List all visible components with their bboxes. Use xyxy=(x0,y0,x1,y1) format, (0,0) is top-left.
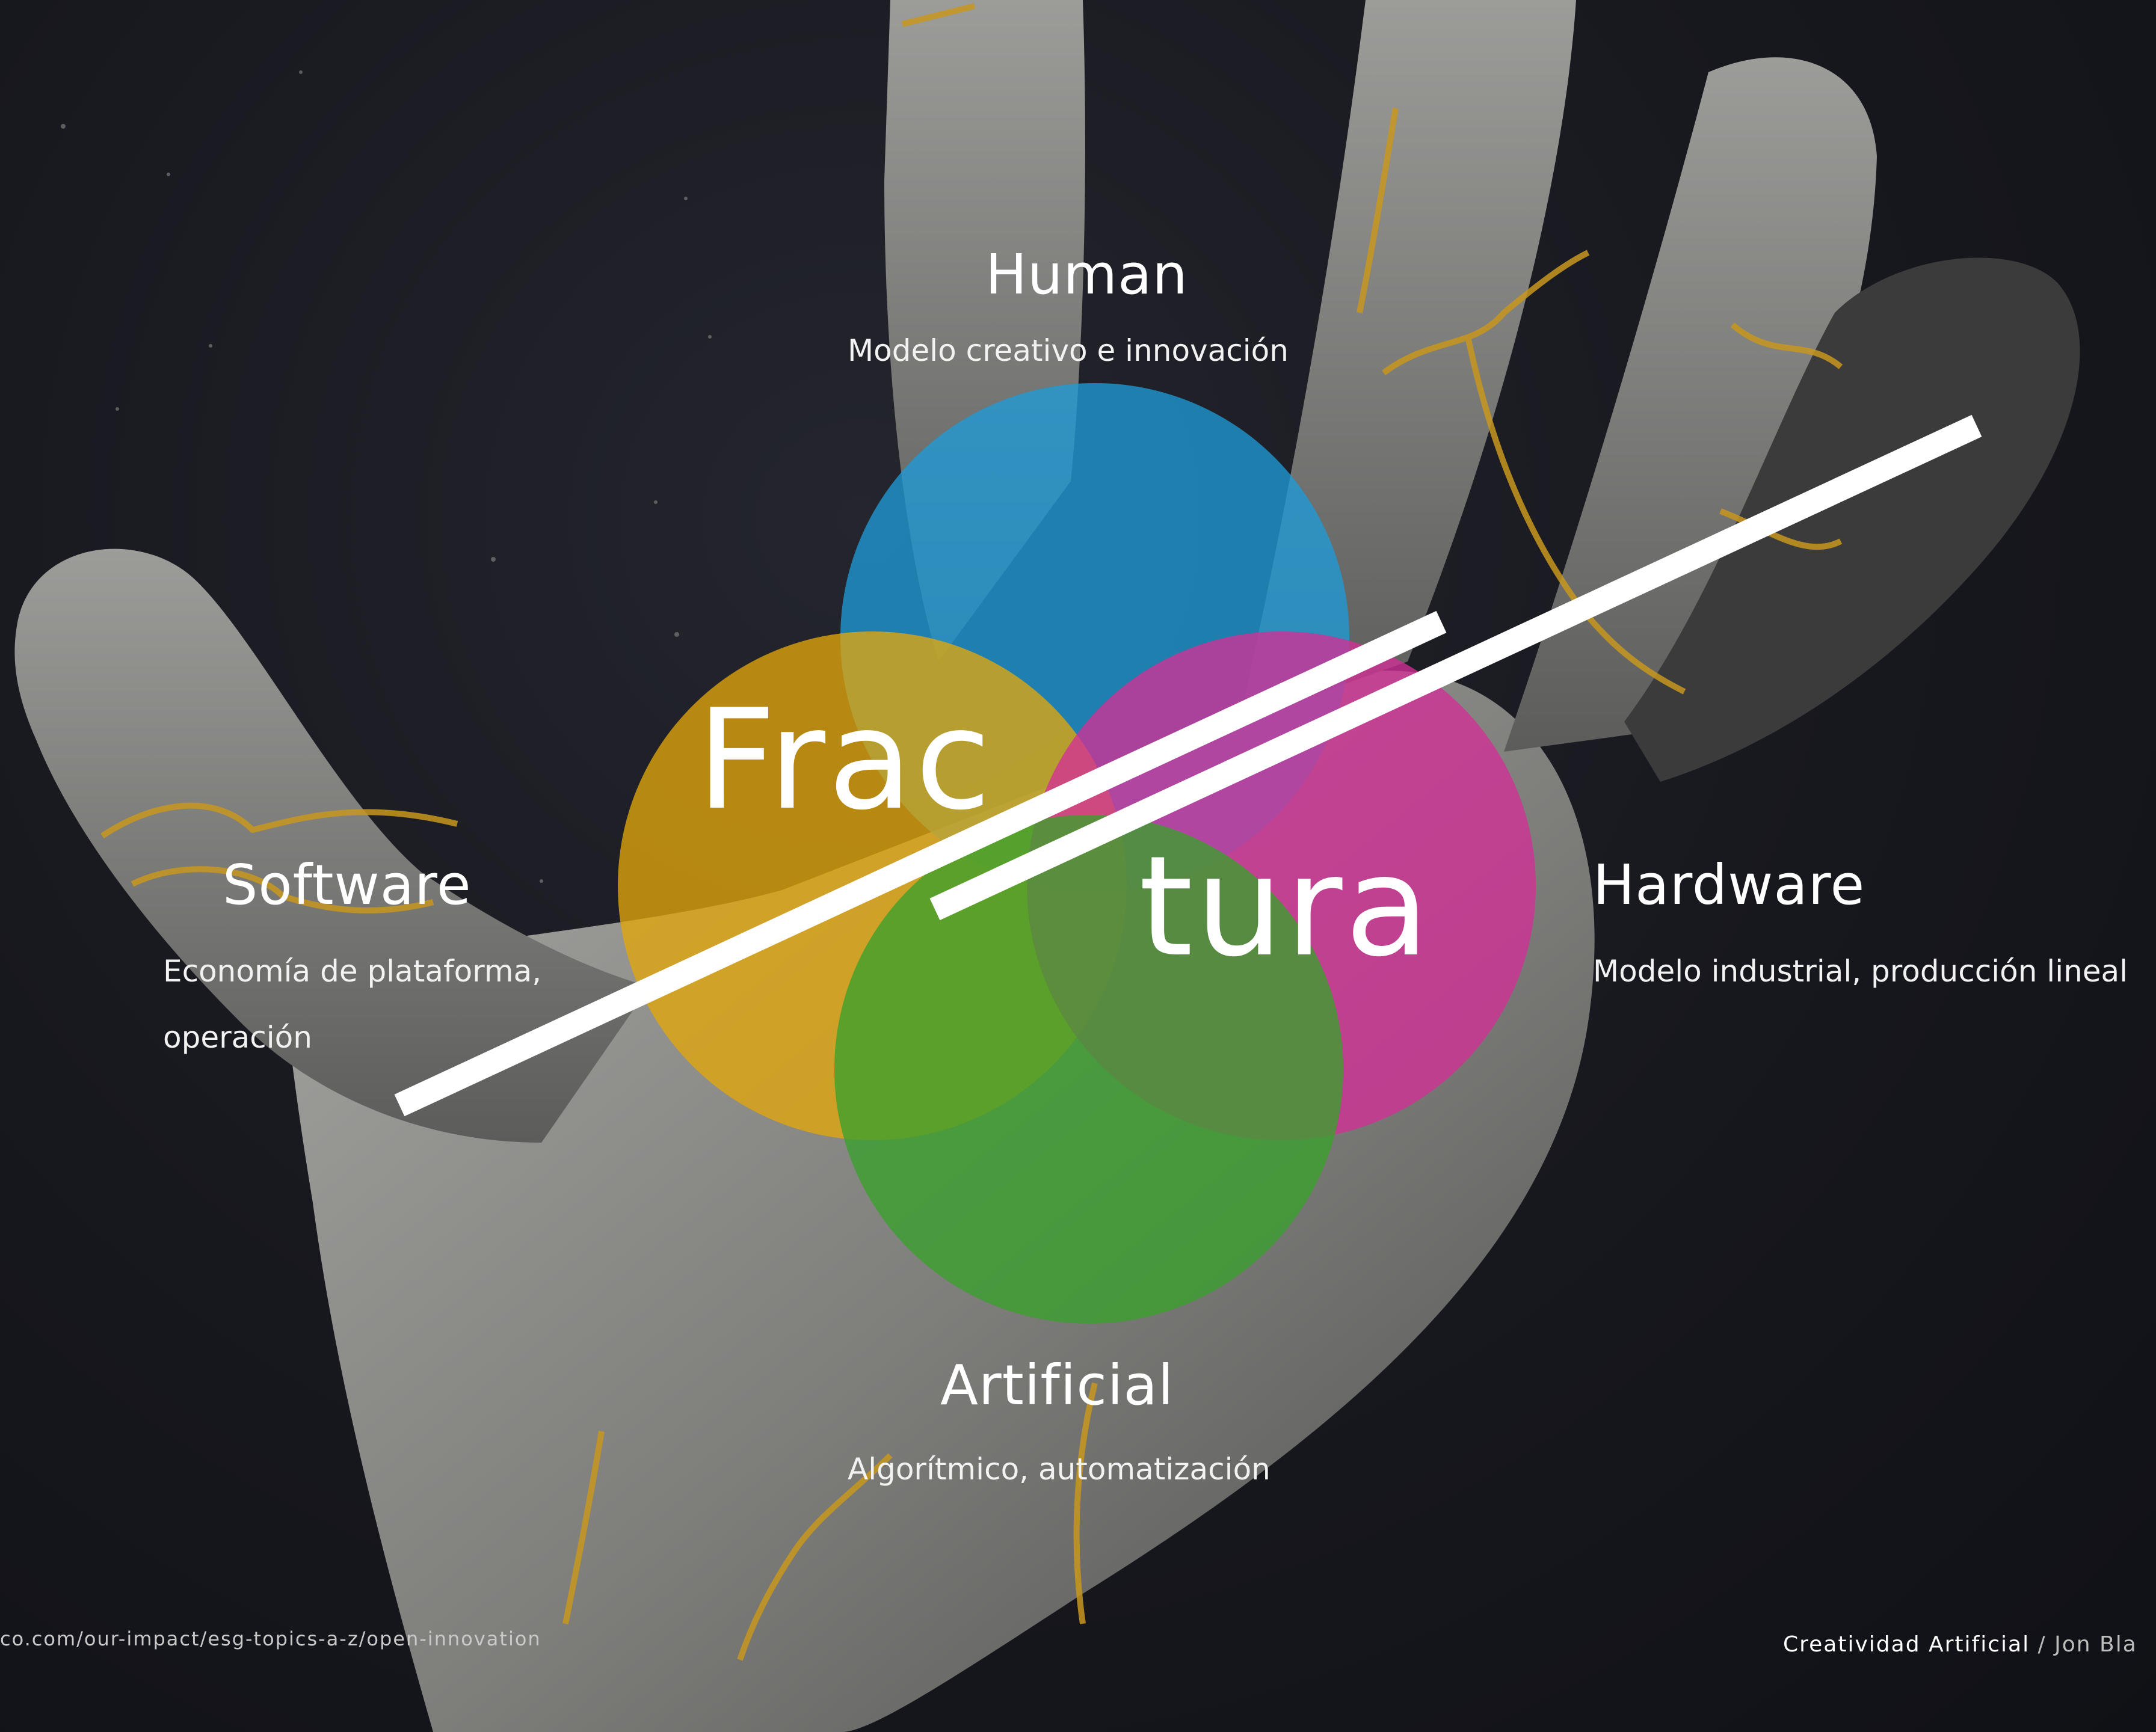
artificial-description: Algorítmico, automatización xyxy=(848,1436,1270,1502)
human-heading: Human xyxy=(985,242,1188,307)
title-part-tura: tura xyxy=(1139,838,1432,977)
footer-credit: Creatividad Artificial / Jon Bla xyxy=(1783,1632,2137,1657)
credit-author: Jon Bla xyxy=(2054,1632,2137,1657)
hardware-heading: Hardware xyxy=(1593,853,1865,917)
human-description: Modelo creativo e innovación xyxy=(848,318,1289,384)
software-heading: Software xyxy=(223,853,472,917)
software-description: Economía de plataforma, operación xyxy=(163,938,541,1070)
credit-separator: / xyxy=(2038,1632,2047,1657)
source-url: co.com/our-impact/esg-topics-a-z/open-in… xyxy=(0,1627,541,1650)
software-description-line-2: operación xyxy=(163,1004,541,1070)
artificial-heading: Artificial xyxy=(940,1353,1174,1417)
title-part-frac: Frac xyxy=(697,692,994,830)
software-description-line-1: Economía de plataforma, xyxy=(163,938,541,1004)
hardware-description: Modelo industrial, producción lineal xyxy=(1593,938,2128,1004)
credit-title: Creatividad Artificial xyxy=(1783,1632,2030,1657)
